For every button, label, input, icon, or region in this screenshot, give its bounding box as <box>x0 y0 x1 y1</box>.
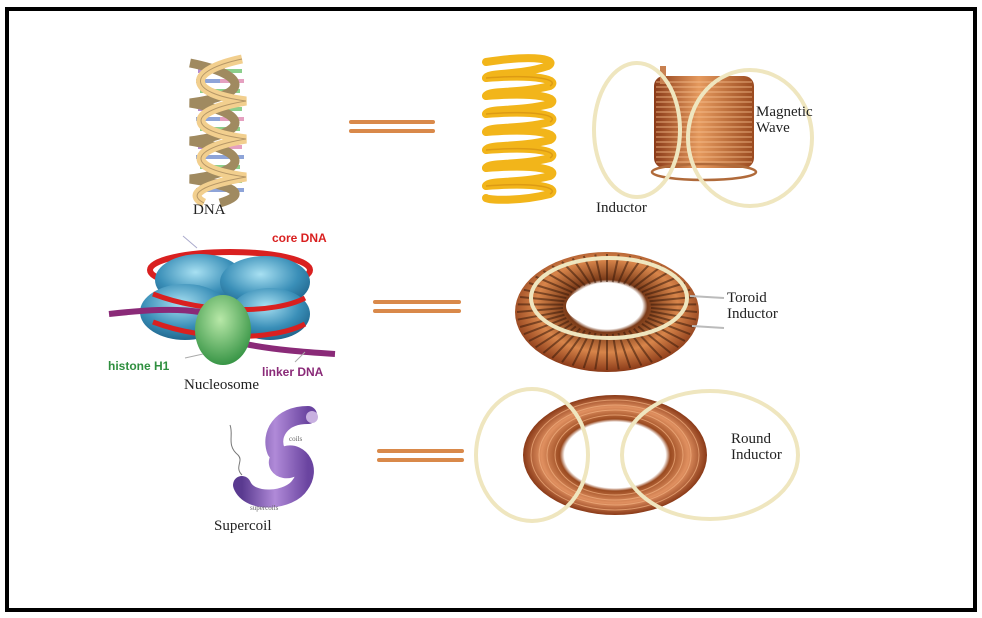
magnetic-field-loop-right <box>620 389 800 521</box>
supercoil-label: Supercoil <box>214 518 272 534</box>
linker-dna-annotation: linker DNA <box>262 365 324 379</box>
toroid-winding <box>516 307 564 313</box>
toroid-winding <box>647 288 691 300</box>
round-inductor-illustration <box>474 387 800 523</box>
wave-label: Wave <box>756 120 790 136</box>
supercoil-illustration <box>229 406 318 508</box>
toroid-winding <box>519 295 565 303</box>
dna-helix-illustration <box>189 54 247 208</box>
copper-spiral <box>523 395 707 515</box>
toroid-winding <box>650 307 698 313</box>
toroid-winding <box>528 320 570 342</box>
coil-inductor-illustration <box>592 61 814 208</box>
toroid-winding <box>641 322 679 349</box>
linker-dna-strand <box>108 306 201 317</box>
toroid-winding <box>637 325 672 354</box>
toroid-winding <box>644 320 686 342</box>
equals-sign <box>377 449 464 462</box>
toroid-winding <box>523 317 567 336</box>
toroid-winding <box>535 322 573 349</box>
toroid-winding <box>644 282 686 296</box>
toroid-label: Toroid <box>727 290 767 306</box>
magnetic-field-loop-left <box>592 61 682 199</box>
supercoil-body <box>233 406 317 508</box>
magnetic-field-loop-right <box>686 68 814 208</box>
round-inductor-label: Inductor <box>731 447 782 463</box>
coils-annotation: coils <box>289 435 303 443</box>
supercoils-annotation: supercoils <box>250 504 279 512</box>
histone-h1-annotation: histone H1 <box>108 359 170 373</box>
coil-windings <box>656 81 752 163</box>
spring-illustration <box>482 54 557 204</box>
toroid-winding <box>641 275 679 294</box>
toroid-inductor-illustration <box>515 252 725 372</box>
nucleosome-label: Nucleosome <box>184 377 259 393</box>
dna-label: DNA <box>193 202 226 218</box>
core-dna-annotation: core DNA <box>272 231 327 245</box>
toroid-winding <box>650 310 697 321</box>
equals-sign <box>349 120 435 133</box>
toroid-winding <box>647 317 691 336</box>
toroid-winding <box>628 261 653 287</box>
toroid-inductor-label: Inductor <box>727 306 778 322</box>
magnetic-field-loop-left <box>474 387 590 523</box>
magnetic-field-loop <box>529 256 689 340</box>
toroid-winding <box>637 270 672 291</box>
magnetic-label: Magnetic <box>756 104 813 120</box>
inductor-label: Inductor <box>596 200 647 216</box>
nucleosome-illustration <box>108 235 336 365</box>
equals-sign <box>373 300 461 313</box>
toroid-winding <box>633 265 663 289</box>
histone-h1 <box>195 295 251 365</box>
round-label: Round <box>731 431 772 447</box>
